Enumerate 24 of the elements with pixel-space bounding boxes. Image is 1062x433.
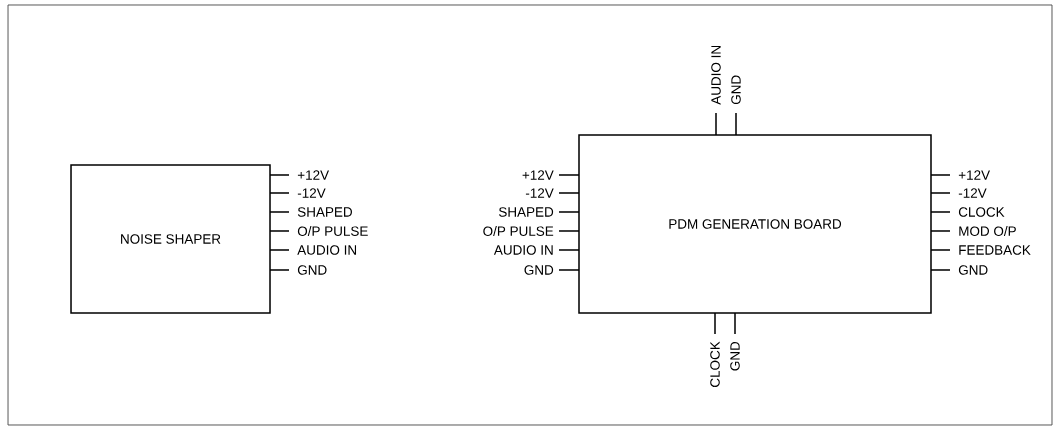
pin-label: +12V [522,170,554,180]
pin-label: AUDIO IN [711,46,721,105]
pin-label: SHAPED [498,207,554,217]
pin-label: CLOCK [710,341,720,387]
board-box: NOISE SHAPER [70,164,271,314]
pin-label: AUDIO IN [297,245,356,255]
pin-label: GND [958,265,988,275]
pin-label: GND [730,341,740,371]
pin-label: GND [524,265,554,275]
pin-label: -12V [958,188,987,198]
pin-label: +12V [958,170,990,180]
pin-label: +12V [297,170,329,180]
pin-label: GND [297,265,327,275]
pin-label: FEEDBACK [959,245,1031,255]
pin-label: -12V [525,188,554,198]
pin-label: MOD O/P [959,226,1016,236]
pin-label: -12V [297,188,326,198]
pin-label: SHAPED [297,207,352,217]
pin-label: CLOCK [958,207,1005,217]
pin-label: AUDIO IN [493,245,553,255]
board-box: PDM GENERATION BOARD [578,134,932,314]
pin-label: GND [731,75,741,105]
pin-label: O/P PULSE [297,226,368,236]
pin-label: O/P PULSE [483,226,554,236]
